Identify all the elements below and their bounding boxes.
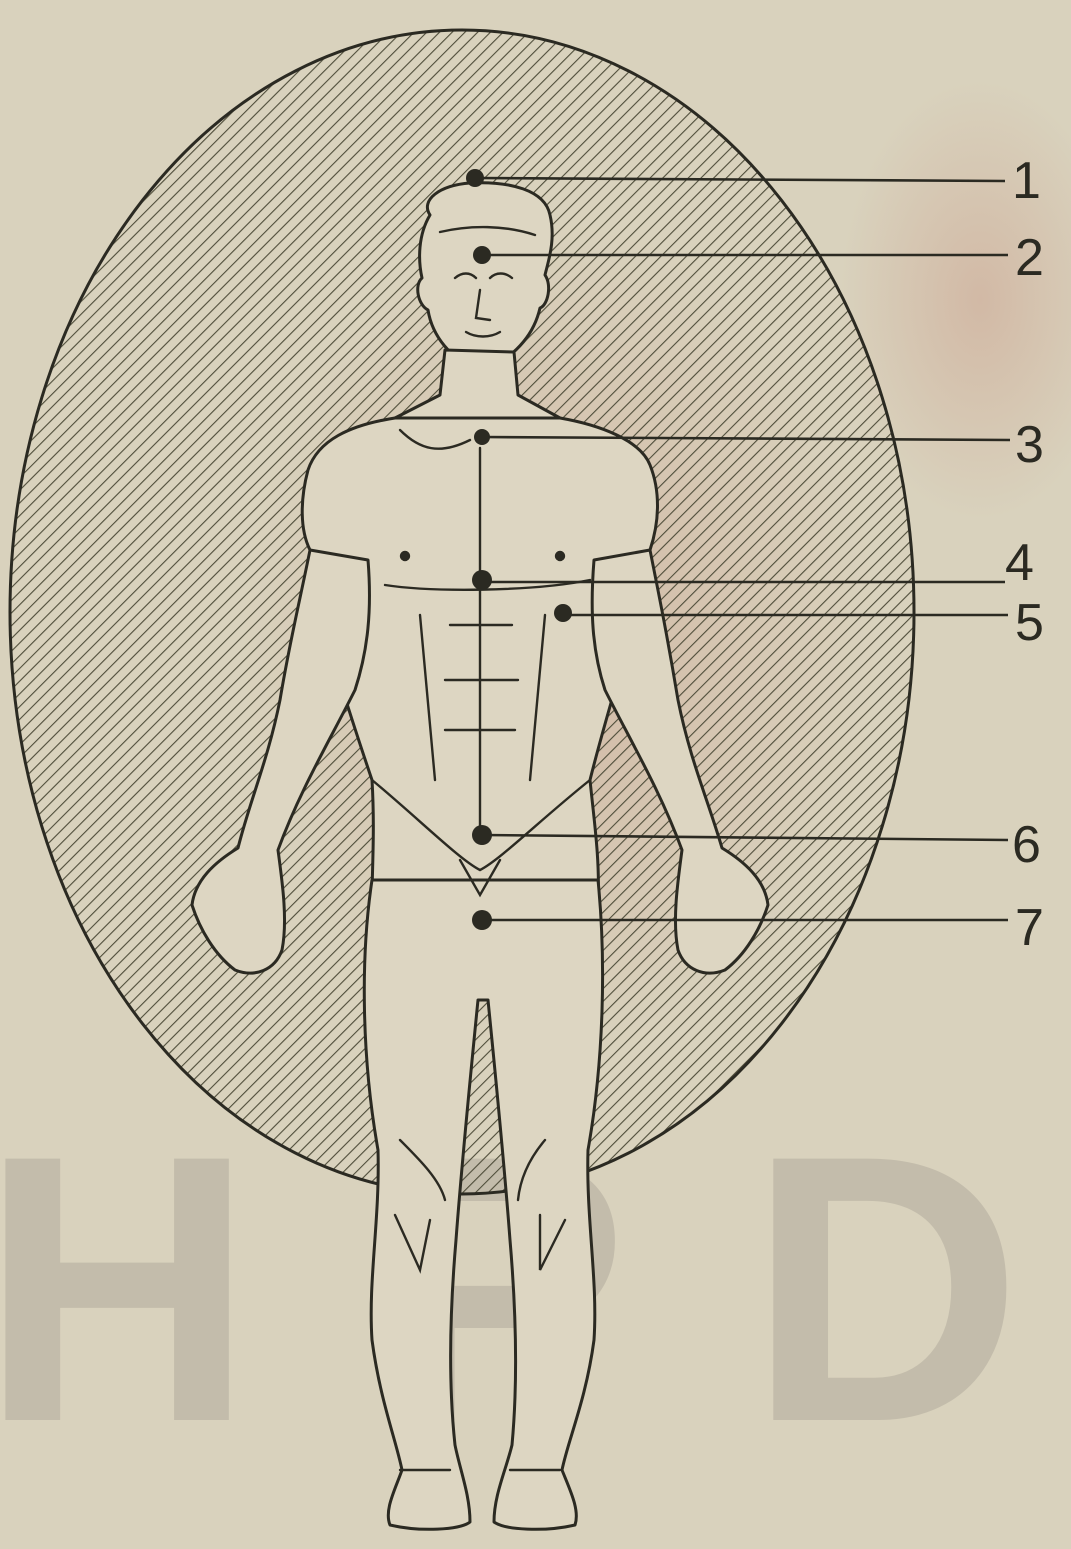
point-dot bbox=[466, 169, 484, 187]
point-dot bbox=[554, 604, 572, 622]
point-dot bbox=[472, 825, 492, 845]
point-label: 4 bbox=[1005, 534, 1034, 592]
point-label: 3 bbox=[1015, 416, 1044, 474]
point-dot bbox=[474, 429, 490, 445]
point-label: 7 bbox=[1015, 899, 1044, 957]
point-label: 6 bbox=[1012, 816, 1041, 874]
point-label: 2 bbox=[1015, 229, 1044, 287]
point-label: 1 bbox=[1012, 152, 1041, 210]
point-label: 5 bbox=[1015, 594, 1044, 652]
point-dot bbox=[472, 570, 492, 590]
point-dot bbox=[472, 910, 492, 930]
point-dot bbox=[473, 246, 491, 264]
